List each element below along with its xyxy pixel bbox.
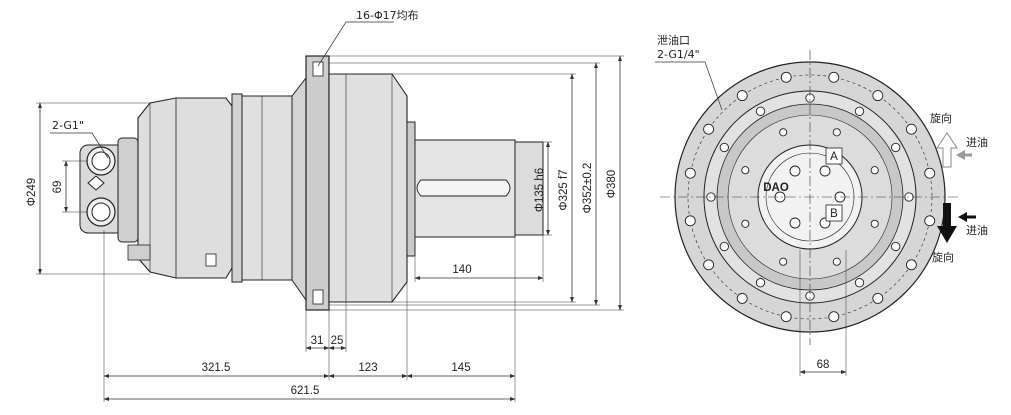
end-view-dimensions (655, 61, 847, 376)
dim-port-spacing: 69 (52, 181, 64, 194)
dim-flange-diameter: Φ380 (606, 170, 618, 198)
housing-bolt (854, 106, 865, 116)
rotation-top-flow: 进油 (966, 135, 988, 149)
flange-bolt-hole (684, 215, 696, 227)
port-b-plate (825, 204, 843, 222)
gearbox-housing (291, 76, 307, 302)
housing-bolt (854, 278, 865, 288)
drain-port-title: 泄油口 (657, 33, 690, 47)
brake-section (231, 93, 293, 283)
cover-bolt (870, 166, 879, 175)
housing-bolt (719, 142, 729, 153)
cover-bolt (741, 219, 750, 228)
flange-bolt-hole (703, 259, 715, 271)
cover-bolt (832, 128, 841, 137)
rotation-bottom-flow: 进油 (966, 223, 988, 237)
flange-bolt-hole (684, 167, 696, 179)
brand-mark: DAO (763, 182, 789, 194)
port-b-label: B (830, 208, 838, 220)
flange-bolt-hole (703, 123, 715, 135)
dim-pilot-diameter: Φ325 f7 (558, 169, 570, 210)
side-view: 16-Φ17均布 2-G1" Φ249 69 Φ135 h6 Φ325 f7 Φ… (26, 9, 624, 402)
port-fitting-lower (86, 197, 116, 227)
valve-bolt (789, 217, 801, 229)
end-port-spacing: 68 (817, 359, 830, 371)
port-note: 2-G1" (52, 119, 84, 132)
rotation-top-direction: 旋向 (930, 111, 952, 125)
flange-holes-note: 16-Φ17均布 (356, 9, 419, 22)
port-a-label: A (830, 151, 838, 163)
valve-bolt (819, 165, 831, 177)
flange-bolt-hole (828, 71, 840, 83)
port-a-plate (825, 147, 843, 165)
flange-bolt-hole (736, 292, 748, 304)
housing-bolt (891, 142, 901, 153)
dim-overall-height: Φ249 (26, 178, 38, 206)
flange-bolt-hole (872, 90, 884, 102)
flange-bolt-hole (924, 215, 936, 227)
valve-bolt (789, 165, 801, 177)
dim-body-length: 123 (358, 362, 377, 374)
housing-bolt (891, 241, 901, 252)
dimension-lines (36, 21, 624, 402)
cover-bolt (779, 257, 788, 266)
cover-bolt (870, 219, 879, 228)
flange-bolt-hole (736, 90, 748, 102)
reducer-body (328, 73, 408, 303)
drain-port-size: 2-G1/4" (657, 48, 700, 61)
motor-body (127, 97, 233, 279)
dim-shaft-length: 140 (452, 264, 471, 276)
cover-bolt (779, 128, 788, 137)
mounting-flange (305, 55, 330, 311)
flange-bolt-hole (924, 167, 936, 179)
flange-bolt-hole (780, 311, 792, 323)
dim-bolt-circle: Φ352±0.2 (582, 163, 594, 214)
rotation-arrow-down-icon (937, 203, 957, 243)
flange-bolt-hole (872, 292, 884, 304)
dim-total-length: 621.5 (291, 385, 320, 397)
cover-bolt (741, 166, 750, 175)
cover-bolt (832, 257, 841, 266)
port-fitting-upper (86, 146, 116, 176)
dim-shaft-diameter: Φ135 h6 (534, 168, 546, 212)
rotation-bottom-direction: 旋向 (932, 250, 954, 264)
bolt-rings (684, 71, 936, 323)
housing-bolt (755, 278, 766, 288)
housing-bolt (755, 106, 766, 116)
end-view: A B DAO 泄油口 2-G1/4" 68 旋向 进油 进油 旋向 (655, 33, 988, 376)
flange-bolt-hole (905, 123, 917, 135)
housing-bolt (719, 241, 729, 252)
rotation-arrow-up-icon (936, 132, 958, 168)
output-shaft (406, 121, 544, 257)
dim-shaft-projection: 145 (451, 362, 470, 374)
dim-flange-offset: 25 (331, 335, 344, 347)
dim-motor-length: 321.5 (202, 362, 231, 374)
flange-bolt-hole (905, 259, 917, 271)
flange-bolt-hole (828, 311, 840, 323)
dim-flange-thickness: 31 (311, 335, 324, 347)
flange-bolt-hole (780, 71, 792, 83)
